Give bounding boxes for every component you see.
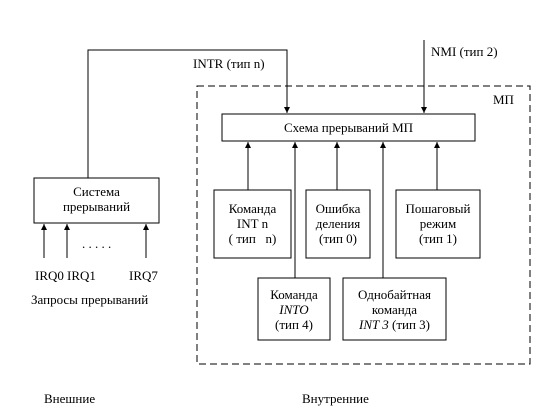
int3-line1: Однобайтная [357, 287, 432, 302]
int-n-line3: ( тип n) [228, 231, 277, 246]
mp-scheme-line1: Схема прерываний МП [283, 120, 414, 135]
irq7-label: IRQ7 [129, 268, 158, 283]
external-label: Внешние [44, 391, 96, 406]
requests-label: Запросы прерываний [31, 292, 149, 307]
int-n-line2: INT n [236, 216, 269, 231]
int3-mnemonic: INT 3 [358, 317, 389, 332]
div-error-line1: Ошибка [315, 201, 361, 216]
int-n-line1: Команда [228, 201, 277, 216]
interrupt-system-box [33, 177, 160, 224]
div-error-text: Ошибка деления (тип 0) [306, 201, 370, 246]
mp-scheme-text: Схема прерываний МП [222, 120, 475, 135]
div-error-line3: (тип 0) [318, 231, 357, 246]
into-box [257, 277, 331, 341]
step-mode-box [395, 189, 481, 259]
interrupt-system-line1: Система [73, 184, 120, 199]
int-n-box [213, 189, 292, 259]
into-line1: Команда [270, 287, 318, 302]
step-mode-line3: (тип 1) [418, 231, 457, 246]
int-n-text: Команда INT n ( тип n) [214, 201, 291, 246]
interrupt-system-text: Система прерываний [34, 184, 159, 214]
step-mode-line1: Пошаговый [405, 201, 471, 216]
div-error-line2: деления [315, 216, 361, 231]
int3-line2: команда [371, 302, 418, 317]
step-mode-line2: режим [419, 216, 457, 231]
int3-type: (тип 3) [388, 317, 430, 332]
mp-scheme-box [221, 113, 476, 142]
interrupt-system-line2: прерываний [62, 199, 131, 214]
mp-region-border [196, 85, 531, 365]
int3-text: Однобайтная команда INT 3 (тип 3) [343, 287, 446, 332]
irq0-label: IRQ0 [35, 268, 64, 283]
mp-label: МП [493, 92, 514, 107]
int3-line3: INT 3 (тип 3) [343, 317, 446, 332]
internal-label: Внутренние [302, 391, 369, 406]
intr-line [87, 49, 290, 178]
step-mode-text: Пошаговый режим (тип 1) [396, 201, 480, 246]
irq-dots: . . . . . [82, 236, 112, 251]
int3-box [342, 277, 447, 341]
into-line2: INTO [279, 302, 309, 317]
into-text: Команда INTO (тип 4) [258, 287, 330, 332]
into-line3: (тип 4) [274, 317, 313, 332]
intr-label: INTR (тип n) [193, 56, 265, 71]
nmi-label: NMI (тип 2) [431, 44, 498, 59]
div-error-box [305, 189, 371, 259]
irq1-label: IRQ1 [67, 268, 96, 283]
